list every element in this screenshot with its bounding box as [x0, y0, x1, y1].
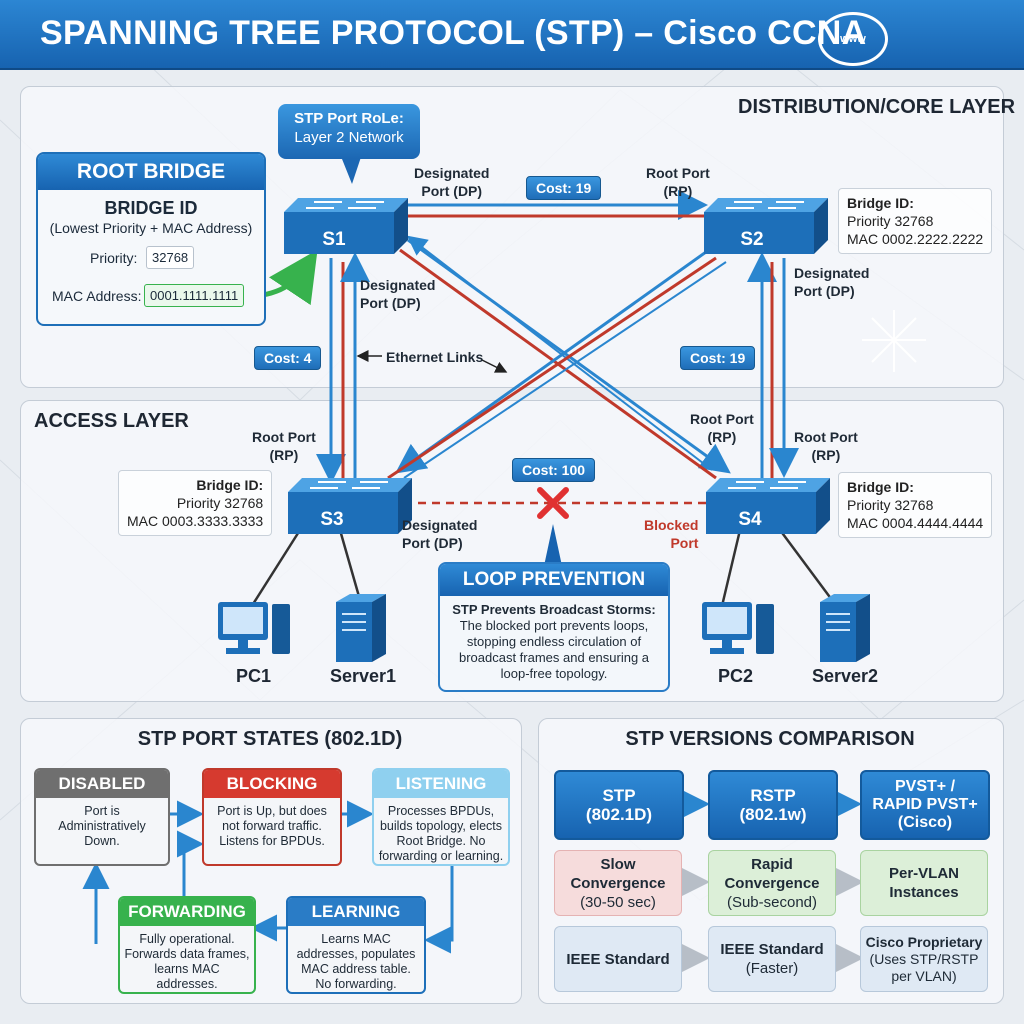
switch-s4[interactable]: S4: [706, 466, 834, 536]
label-s4-rp-right: Root Port(RP): [794, 429, 858, 463]
bridge-id-note: (Lowest Priority + MAC Address): [49, 220, 253, 236]
loop-prevention-bold: STP Prevents Broadcast Storms:: [452, 602, 656, 617]
version-rstp: RSTP(802.1w): [708, 770, 838, 840]
distribution-layer-label: DISTRIBUTION/CORE LAYER: [738, 96, 1016, 118]
state-learning: LEARNING Learns MAC addresses, populates…: [286, 896, 426, 994]
server1-label: Server1: [330, 666, 397, 686]
cost-s1-s2: Cost: 19: [526, 176, 602, 200]
server1-icon[interactable]: [332, 592, 392, 664]
port-role-callout: STP Port RoLe: Layer 2 Network: [278, 104, 420, 159]
access-layer-label: ACCESS LAYER: [34, 410, 189, 432]
globe-icon: www: [818, 12, 888, 66]
root-bridge-title: ROOT BRIDGE: [38, 154, 264, 190]
cost-s2-s4: Cost: 19: [680, 346, 756, 370]
label-s4-rp-left: Root Port(RP): [690, 411, 754, 445]
version-pvst: PVST+ /RAPID PVST+(Cisco): [860, 770, 990, 840]
bridge-id-title: BRIDGE ID: [104, 198, 198, 218]
bridge-id-s3: Bridge ID: Priority 32768 MAC 0003.3333.…: [118, 470, 273, 536]
state-listening-desc: Processes BPDUs, builds topology, elects…: [378, 804, 504, 863]
page-header: SPANNING TREE PROTOCOL (STP) – Cisco CCN…: [0, 0, 1024, 70]
state-forwarding-desc: Fully operational. Forwards data frames,…: [124, 932, 250, 991]
link-s2-s3-blue: [395, 250, 707, 474]
port-role-line1: STP Port RoLe:: [294, 110, 404, 127]
loop-callout-pointer: [544, 524, 562, 566]
switch-s3-label: S3: [320, 509, 343, 530]
server2-icon[interactable]: [816, 592, 876, 664]
pc1-label: PC1: [236, 666, 272, 686]
state-listening: LISTENING Processes BPDUs, builds topolo…: [372, 768, 510, 866]
state-blocking-name: BLOCKING: [204, 770, 340, 798]
port-role-line2: Layer 2 Network: [294, 129, 404, 146]
bridge-id-s4: Bridge ID: Priority 32768 MAC 0004.4444.…: [838, 472, 993, 538]
state-blocking-desc: Port is Up, but does not forward traffic…: [217, 804, 327, 848]
version-stp: STP(802.1D): [554, 770, 684, 840]
spark-decoration: [862, 310, 926, 372]
switch-s2[interactable]: S2: [704, 186, 832, 256]
mac-value: 0001.1111.1111: [144, 284, 245, 307]
pc2-label: PC2: [718, 666, 754, 686]
page-title: SPANNING TREE PROTOCOL (STP) – Cisco CCN…: [40, 14, 867, 52]
std-pvst: Cisco Proprietary(Uses STP/RSTP per VLAN…: [860, 926, 988, 992]
port-states-arrows: [82, 800, 454, 954]
state-disabled: DISABLED Port is Administratively Down.: [34, 768, 170, 866]
state-learning-name: LEARNING: [288, 898, 424, 926]
state-forwarding-name: FORWARDING: [120, 898, 254, 926]
state-forwarding: FORWARDING Fully operational. Forwards d…: [118, 896, 256, 994]
versions-title: STP VERSIONS COMPARISON: [625, 728, 915, 750]
label-s2-rp-top: Root Port(RP): [646, 165, 710, 199]
pc1-icon[interactable]: [214, 598, 294, 662]
loop-prevention-title: LOOP PREVENTION: [440, 564, 668, 596]
state-learning-desc: Learns MAC addresses, populates MAC addr…: [296, 932, 416, 991]
cost-s3-s4: Cost: 100: [512, 458, 596, 482]
topology-links: [246, 154, 926, 613]
port-states-title: STP PORT STATES (802.1D): [137, 728, 403, 750]
link-s2-s3-red: [387, 256, 717, 480]
state-disabled-desc: Port is Administratively Down.: [58, 804, 146, 848]
root-bridge-box: ROOT BRIDGE BRIDGE ID (Lowest Priority +…: [36, 152, 266, 326]
switch-s4-label: S4: [738, 509, 762, 530]
switch-s2-label: S2: [740, 229, 763, 250]
pc2-icon[interactable]: [698, 598, 778, 662]
loop-prevention-box: LOOP PREVENTION STP Prevents Broadcast S…: [438, 562, 670, 692]
state-listening-name: LISTENING: [374, 770, 508, 798]
switch-s1-label: S1: [322, 229, 346, 250]
std-rstp: IEEE Standard(Faster): [708, 926, 836, 992]
label-s3-rp: Root Port(RP): [252, 429, 316, 463]
blocked-x-icon: [537, 487, 569, 519]
mac-label: MAC Address:: [52, 288, 142, 304]
role-callout-pointer: [340, 154, 362, 184]
priority-value: 32768: [146, 246, 195, 269]
switch-s3[interactable]: S3: [288, 466, 416, 536]
cost-s1-s3: Cost: 4: [254, 346, 322, 370]
versions-arrows: [674, 790, 864, 976]
state-disabled-name: DISABLED: [36, 770, 168, 798]
switch-s1[interactable]: S1: [284, 186, 412, 256]
ethernet-links-label: Ethernet Links: [386, 349, 484, 365]
std-stp: IEEE Standard: [554, 926, 682, 992]
server2-label: Server2: [812, 666, 879, 686]
priority-label: Priority:: [90, 250, 138, 266]
loop-prevention-text: The blocked port prevents loops, stoppin…: [458, 618, 650, 681]
bridge-id-s2: Bridge ID: Priority 32768 MAC 0002.2222.…: [838, 188, 993, 254]
link-s2-s3-blue2: [403, 261, 727, 479]
state-blocking: BLOCKING Port is Up, but does not forwar…: [202, 768, 342, 866]
